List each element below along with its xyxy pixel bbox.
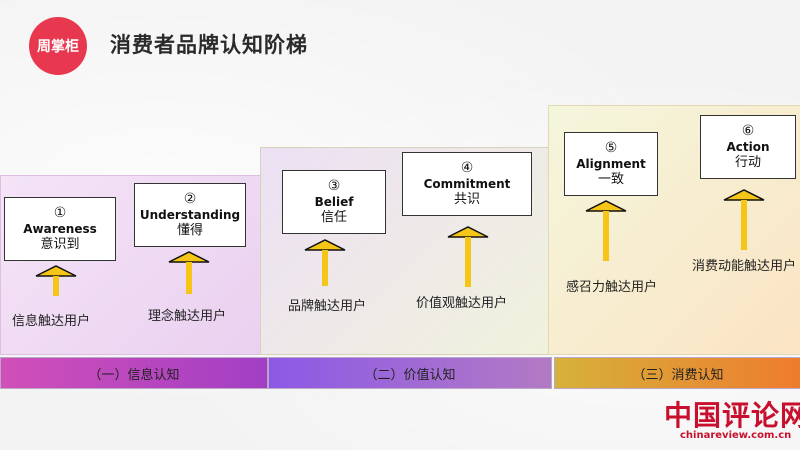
watermark-url: chinareview.com.cn	[680, 430, 792, 441]
card-alignment: ⑤ Alignment 一致	[564, 132, 658, 196]
card-chinese: 意识到	[40, 237, 80, 253]
card-english: Alignment	[576, 157, 646, 172]
stage-label-1: （一）信息认知	[88, 367, 180, 383]
brand-name: 周掌柜	[37, 39, 79, 55]
touch-label-6: 消费动能触达用户	[692, 259, 797, 274]
card-chinese: 信任	[320, 210, 347, 226]
touch-label-1: 信息触达用户	[12, 314, 91, 329]
stage-bar-2: （二）价值认知	[268, 357, 552, 389]
card-english: Belief	[314, 195, 354, 210]
page-title: 消费者品牌认知阶梯	[110, 33, 308, 57]
card-number: ③	[327, 177, 341, 194]
touch-label-2: 理念触达用户	[148, 309, 227, 324]
card-belief: ③ Belief 信任	[282, 170, 386, 234]
card-action: ⑥ Action 行动	[700, 115, 796, 179]
touch-label-4: 价值观触达用户	[416, 296, 508, 311]
card-number: ④	[460, 159, 474, 176]
card-english: Understanding	[139, 208, 241, 223]
card-chinese: 懂得	[176, 223, 203, 239]
stage-bar-3: （三）消费认知	[554, 357, 800, 389]
watermark-logo: 中国评论网	[664, 399, 800, 432]
stage-label-3: （三）消费认知	[632, 367, 724, 383]
card-chinese: 行动	[734, 155, 761, 171]
card-number: ②	[183, 190, 197, 207]
up-arrow-icon	[304, 239, 346, 286]
up-arrow-icon	[35, 265, 77, 296]
card-number: ⑥	[741, 122, 755, 139]
brand-logo: 周掌柜	[29, 17, 87, 75]
card-chinese: 共识	[453, 192, 480, 208]
card-awareness: ① Awareness 意识到	[4, 197, 116, 261]
card-number: ①	[53, 204, 67, 221]
card-commitment: ④ Commitment 共识	[402, 152, 532, 216]
card-chinese: 一致	[597, 172, 624, 188]
stage-label-2: （二）价值认知	[364, 367, 456, 383]
touch-label-3: 品牌触达用户	[288, 299, 367, 314]
stage-bar-1: （一）信息认知	[0, 357, 268, 389]
card-understanding: ② Understanding 懂得	[134, 183, 246, 247]
card-english: Commitment	[423, 177, 511, 192]
touch-label-5: 感召力触达用户	[566, 280, 658, 295]
card-english: Awareness	[23, 222, 97, 237]
up-arrow-icon	[447, 226, 489, 287]
card-english: Action	[726, 140, 770, 155]
up-arrow-icon	[585, 200, 627, 261]
up-arrow-icon	[723, 189, 765, 250]
up-arrow-icon	[168, 251, 210, 294]
card-number: ⑤	[604, 139, 618, 156]
